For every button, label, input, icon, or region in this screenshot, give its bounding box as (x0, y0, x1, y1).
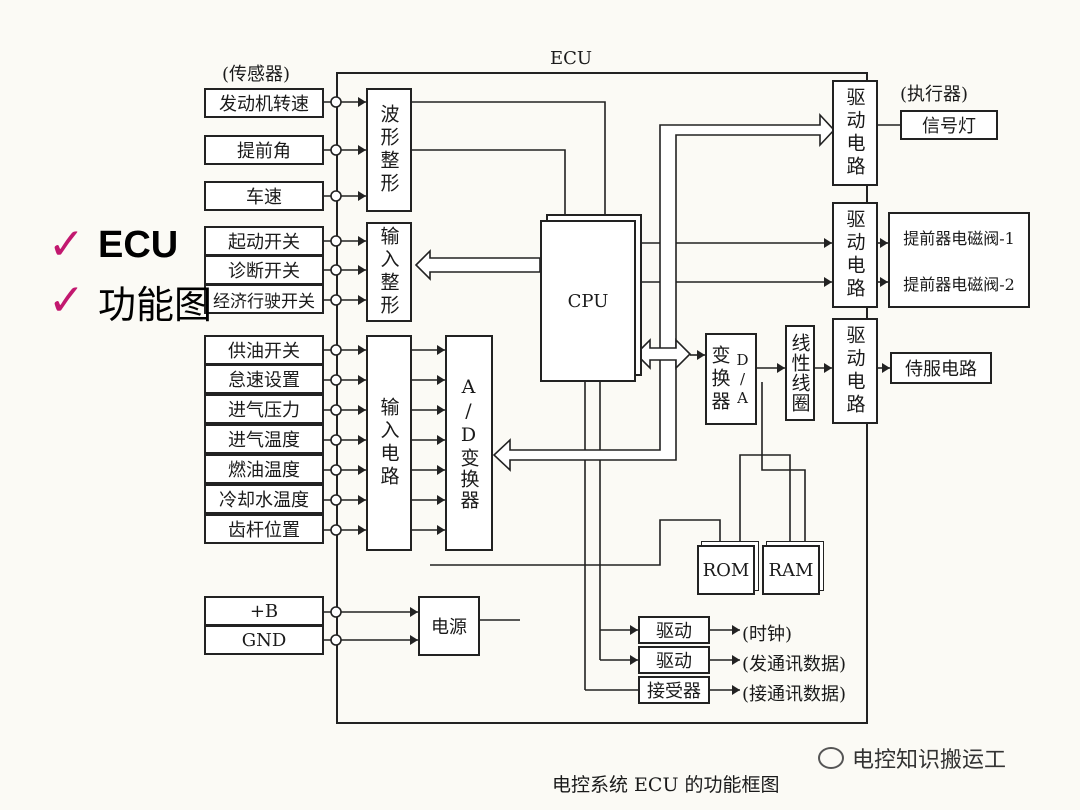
clock-output-label: (时钟) (742, 624, 793, 645)
sensor-idle-setting: 怠速设置 (204, 364, 324, 394)
cpu-block: CPU (540, 220, 636, 382)
solenoid-valve-1: 提前器电磁阀-1 (903, 229, 1015, 248)
da-converter-block: 变换器 D/A (705, 333, 757, 425)
da-converter-sub: D/A (733, 350, 752, 408)
overlay-line-1: ECU (98, 223, 179, 266)
linear-coil-label: 线性线圈 (788, 333, 811, 413)
waveform-shaping-label: 波形整形 (377, 104, 400, 196)
watermark: 电控知识搬运工 (818, 742, 1006, 774)
driver-circuit-2: 驱动电路 (832, 202, 878, 308)
driver-circuit-3-label: 驱动电路 (843, 325, 866, 417)
input-circuit-block: 输入电路 (366, 335, 412, 551)
sensor-group-label: (传感器) (222, 64, 291, 85)
clock-driver-block: 驱动 (638, 616, 710, 644)
ad-converter-label: A/D变换器 (457, 375, 480, 511)
solenoid-valve-2: 提前器电磁阀-2 (903, 275, 1015, 294)
ad-converter-block: A/D变换器 (445, 335, 493, 551)
servo-circuit-output: 侍服电路 (890, 352, 992, 384)
sensor-economy-switch: 经济行驶开关 (204, 284, 324, 314)
watermark-text: 电控知识搬运工 (852, 748, 1007, 773)
sensor-intake-pressure: 进气压力 (204, 394, 324, 424)
input-shaping-label: 输入整形 (377, 226, 400, 318)
send-data-output-label: (发通讯数据) (742, 654, 847, 675)
send-driver-block: 驱动 (638, 646, 710, 674)
input-circuit-label: 输入电路 (377, 397, 400, 489)
waveform-shaping-block: 波形整形 (366, 88, 412, 212)
driver-circuit-1-label: 驱动电路 (843, 87, 866, 179)
ram-block: RAM (762, 545, 820, 595)
ecu-title: ECU (550, 48, 593, 69)
power-supply-block: 电源 (418, 596, 480, 656)
sensor-engine-speed: 发动机转速 (204, 88, 324, 118)
actuator-group-label: (执行器) (900, 84, 969, 105)
sensor-vehicle-speed: 车速 (204, 181, 324, 211)
figure-caption: 电控系统 ECU 的功能框图 (552, 774, 780, 796)
cpu-label: CPU (567, 290, 609, 312)
sensor-diagnostic-switch: 诊断开关 (204, 255, 324, 285)
linear-coil-block: 线性线圈 (785, 325, 815, 421)
sensor-fuel-supply-switch: 供油开关 (204, 335, 324, 365)
check-mark-icon: ✓ (48, 275, 85, 326)
sensor-intake-temperature: 进气温度 (204, 424, 324, 454)
power-input-b: +B (204, 596, 324, 626)
driver-circuit-3: 驱动电路 (832, 318, 878, 424)
driver-circuit-2-label: 驱动电路 (843, 209, 866, 301)
sensor-coolant-temperature: 冷却水温度 (204, 484, 324, 514)
receive-data-output-label: (接通讯数据) (742, 684, 847, 705)
driver-circuit-1: 驱动电路 (832, 80, 878, 186)
wechat-icon (818, 747, 844, 769)
rom-block: ROM (697, 545, 755, 595)
power-input-gnd: GND (204, 625, 324, 655)
da-converter-label: 变换器 (708, 344, 731, 414)
input-shaping-block: 输入整形 (366, 222, 412, 322)
check-mark-icon: ✓ (48, 219, 85, 270)
overlay-line-2: 功能图 (98, 284, 213, 327)
sensor-rack-position: 齿杆位置 (204, 514, 324, 544)
receiver-block: 接受器 (638, 676, 710, 704)
solenoid-valve-group: 提前器电磁阀-1 提前器电磁阀-2 (888, 212, 1030, 308)
sensor-advance-angle: 提前角 (204, 135, 324, 165)
sensor-fuel-temperature: 燃油温度 (204, 454, 324, 484)
sensor-start-switch: 起动开关 (204, 226, 324, 256)
slide-title-overlay: ✓ ECU ✓ 功能图 (48, 219, 213, 327)
signal-lamp-output: 信号灯 (900, 110, 998, 140)
